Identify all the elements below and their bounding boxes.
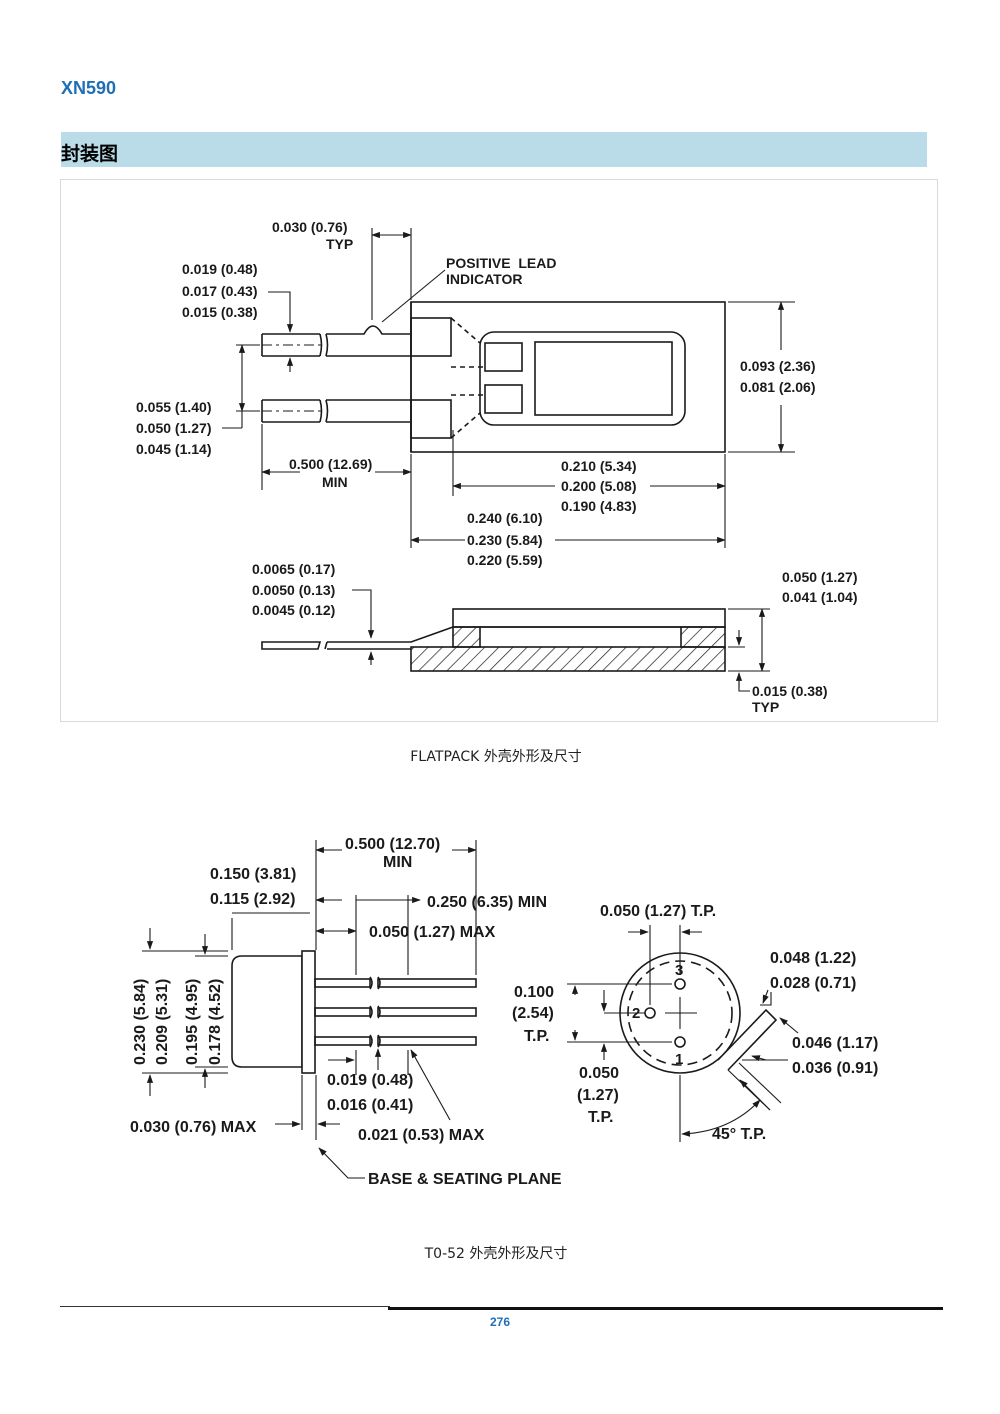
dim-to52-tab-length-max: 0.046 (1.17) [792, 1035, 878, 1052]
dim-to52-tp-bottom-inch: 0.050 [579, 1065, 619, 1082]
dim-body-length-nom: 0.230 (5.84) [467, 532, 543, 548]
dim-to52-lead-length-min: MIN [383, 854, 412, 871]
dim-inner-length-max: 0.210 (5.34) [561, 458, 637, 474]
dim-to52-lead-dia-min: 0.016 (0.41) [327, 1097, 413, 1114]
dim-lead-length: 0.500 (12.69) [289, 456, 372, 472]
dim-to52-flange-max: 0.030 (0.76) MAX [130, 1119, 257, 1136]
to52-side-view [231, 950, 477, 1074]
dim-lead-width-nom: 0.017 (0.43) [182, 283, 258, 299]
section-title: 封装图 [61, 143, 119, 165]
flatpack-side-dimensions [352, 589, 770, 692]
dim-body-width-min: 0.081 (2.06) [740, 379, 816, 395]
dim-lead-thickness-nom: 0.0050 (0.13) [252, 582, 335, 598]
dim-to52-cap-height-min: 0.115 (2.92) [210, 891, 295, 908]
dim-to52-lead-dia-abs-max: 0.021 (0.53) MAX [358, 1127, 485, 1144]
dim-to52-lead-min: 0.250 (6.35) MIN [427, 894, 547, 911]
dim-base-thickness: 0.015 (0.38) [752, 683, 828, 699]
dim-to52-can-dia-max: 0.230 (5.84) [132, 979, 149, 1065]
to52-labels: 0.500 (12.70) MIN 0.150 (3.81) 0.115 (2.… [130, 836, 878, 1188]
page-number: 276 [489, 1315, 511, 1329]
dim-to52-tp-left-inch: 0.100 [514, 984, 554, 1001]
dim-lead-spacing-nom: 0.050 (1.27) [136, 420, 212, 436]
dim-to52-tab-width-max: 0.048 (1.22) [770, 950, 856, 967]
flatpack-drawing [261, 301, 726, 453]
dim-lead-spacing-max: 0.055 (1.40) [136, 399, 212, 415]
dim-inner-length-nom: 0.200 (5.08) [561, 478, 637, 494]
dim-to52-cap-height-max: 0.150 (3.81) [210, 866, 296, 883]
dim-to52-tp-bottom-mm: (1.27) [577, 1087, 619, 1104]
dim-to52-can-dia-min: 0.209 (5.31) [154, 979, 171, 1065]
dim-to52-tab-length-min: 0.036 (0.91) [792, 1060, 878, 1077]
dim-body-length-max: 0.240 (6.10) [467, 510, 543, 526]
dim-lead-length-min: MIN [322, 474, 348, 490]
to52-caption: T0-52 外壳外形及尺寸 [424, 1246, 568, 1262]
dim-to52-cap-dia-min: 0.178 (4.52) [207, 979, 224, 1065]
dim-lead-spacing-min: 0.045 (1.14) [136, 441, 212, 457]
dim-to52-tp-top: 0.050 (1.27) T.P. [600, 903, 716, 920]
dim-lead-thickness-min: 0.0045 (0.12) [252, 602, 335, 618]
section-header: 封装图 [61, 132, 927, 167]
dim-lead-width-max: 0.019 (0.48) [182, 261, 258, 277]
document-title: XN590 [61, 78, 117, 98]
to52-bottom-dimensions [567, 925, 799, 1142]
pin-3-label: 3 [675, 962, 683, 979]
dim-body-height-min: 0.041 (1.04) [782, 589, 858, 605]
dim-to52-tp-bottom-tp: T.P. [588, 1109, 614, 1126]
positive-lead-indicator-label: INDICATOR [446, 271, 522, 287]
dim-body-height-max: 0.050 (1.27) [782, 569, 858, 585]
flatpack-caption: FLATPACK 外壳外形及尺寸 [410, 749, 582, 765]
pin-1-label: 1 [675, 1051, 683, 1068]
flatpack-figure-frame [60, 179, 938, 722]
footer-divider-thick [388, 1307, 943, 1310]
dim-to52-tp-left-tp: T.P. [524, 1028, 550, 1045]
dim-to52-lead-dia-max: 0.019 (0.48) [327, 1072, 413, 1089]
base-seating-plane-label: BASE & SEATING PLANE [368, 1171, 562, 1188]
to52-side-dimensions [142, 840, 477, 1179]
flatpack-side-view [261, 608, 726, 672]
flatpack-dimensions [222, 228, 795, 548]
dim-to52-cap-dia-max: 0.195 (4.95) [184, 979, 201, 1065]
dim-lead-pitch: 0.030 (0.76) [272, 219, 348, 235]
dim-lead-width-min: 0.015 (0.38) [182, 304, 258, 320]
dim-body-width-max: 0.093 (2.36) [740, 358, 816, 374]
dim-inner-length-min: 0.190 (4.83) [561, 498, 637, 514]
dim-to52-tab-width-min: 0.028 (0.71) [770, 975, 856, 992]
dim-base-typ: TYP [752, 699, 779, 715]
dim-body-length-min: 0.220 (5.59) [467, 552, 543, 568]
dim-to52-angle: 45° T.P. [712, 1126, 766, 1143]
dim-lead-pitch-typ: TYP [326, 236, 353, 252]
dim-to52-tp-left-mm: (2.54) [512, 1005, 554, 1022]
dim-to52-lead-length: 0.500 (12.70) [345, 836, 440, 853]
pin-2-label: 2 [632, 1005, 640, 1022]
flatpack-labels: 0.030 (0.76) TYP 0.019 (0.48) 0.017 (0.4… [136, 219, 858, 715]
footer-divider-thin [60, 1306, 390, 1307]
dim-to52-lead-max: 0.050 (1.27) MAX [369, 924, 496, 941]
dim-lead-thickness-max: 0.0065 (0.17) [252, 561, 335, 577]
positive-lead-label: POSITIVE LEAD [446, 255, 556, 271]
